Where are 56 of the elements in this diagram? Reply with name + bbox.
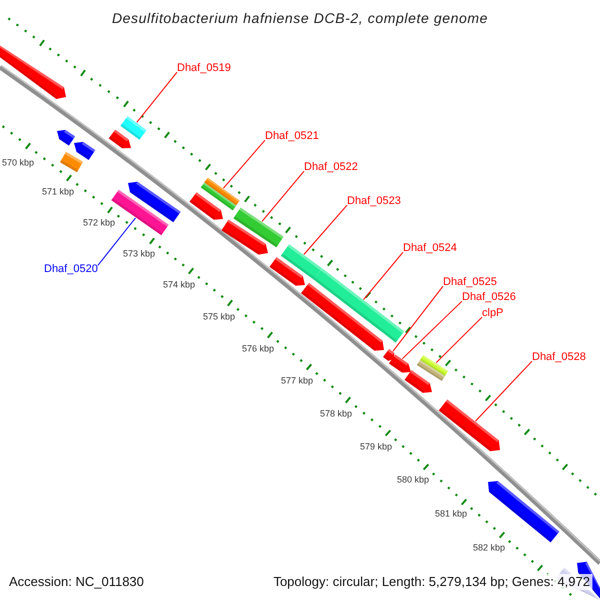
leader-line: [136, 72, 178, 123]
title: Desulfitobacterium hafniense DCB-2, complete genome: [112, 10, 488, 26]
gene-label: Dhaf_0520: [44, 262, 98, 276]
gene-block: [222, 220, 268, 255]
accession-text: Accession: NC_011830: [9, 574, 144, 590]
scale-label: 571 kbp: [42, 186, 74, 198]
scale-label: 580 kbp: [396, 474, 430, 486]
scale-label: 579 kbp: [360, 442, 392, 452]
gene-label: Dhaf_0528: [532, 350, 586, 364]
scale-label: 575 kbp: [202, 312, 236, 322]
gene-block: [404, 370, 432, 393]
scale-label: 581 kbp: [434, 508, 468, 520]
leader-line: [303, 204, 348, 255]
gene-block: [60, 152, 83, 172]
gene-block: [420, 355, 448, 376]
gene-block: [301, 282, 384, 351]
gene-block: [120, 116, 147, 140]
gene-label: Dhaf_0526: [462, 290, 516, 304]
gene-block: [314, 268, 404, 343]
gene-block: [128, 182, 181, 222]
scale-label: 572 kbp: [82, 218, 116, 228]
gene-block: [190, 192, 223, 220]
scale-label: 582 kbp: [472, 542, 506, 554]
gene-block: [438, 400, 500, 452]
leader-line: [363, 252, 404, 300]
gene-block: [200, 182, 236, 210]
gene-label: Dhaf_0521: [265, 129, 319, 143]
gene-block: [74, 142, 96, 160]
scale-label: 573 kbp: [122, 248, 156, 260]
gene-block: [416, 360, 445, 381]
gene-label: Dhaf_0522: [304, 160, 358, 174]
leader-line: [262, 170, 304, 222]
scale-label: 574 kbp: [162, 280, 196, 290]
leader-line: [475, 360, 532, 422]
gene-block: [108, 130, 131, 148]
gene-label: Dhaf_0525: [443, 275, 497, 289]
gene-block: [233, 208, 284, 248]
gene-block: [270, 257, 305, 286]
scale-label: 578 kbp: [320, 408, 352, 420]
gene-block: [0, 46, 66, 99]
scale-label: 577 kbp: [280, 376, 314, 386]
gene-block: [57, 130, 76, 146]
gene-label: Dhaf_0519: [177, 61, 231, 75]
gene-block: [204, 178, 240, 206]
leader-line: [392, 286, 444, 352]
leader-line: [402, 300, 462, 360]
scale-label: 570 kbp: [2, 158, 34, 168]
gene-block: [488, 481, 560, 542]
gene-block: [383, 349, 394, 361]
gene-block: [280, 244, 322, 280]
gene-label: Dhaf_0523: [347, 194, 401, 208]
gene-label: Dhaf_0524: [403, 241, 457, 255]
gene-block: [388, 354, 411, 373]
leader-line: [436, 316, 482, 364]
gene-label: clpP: [482, 306, 504, 320]
scale-label: 576 kbp: [242, 344, 274, 354]
